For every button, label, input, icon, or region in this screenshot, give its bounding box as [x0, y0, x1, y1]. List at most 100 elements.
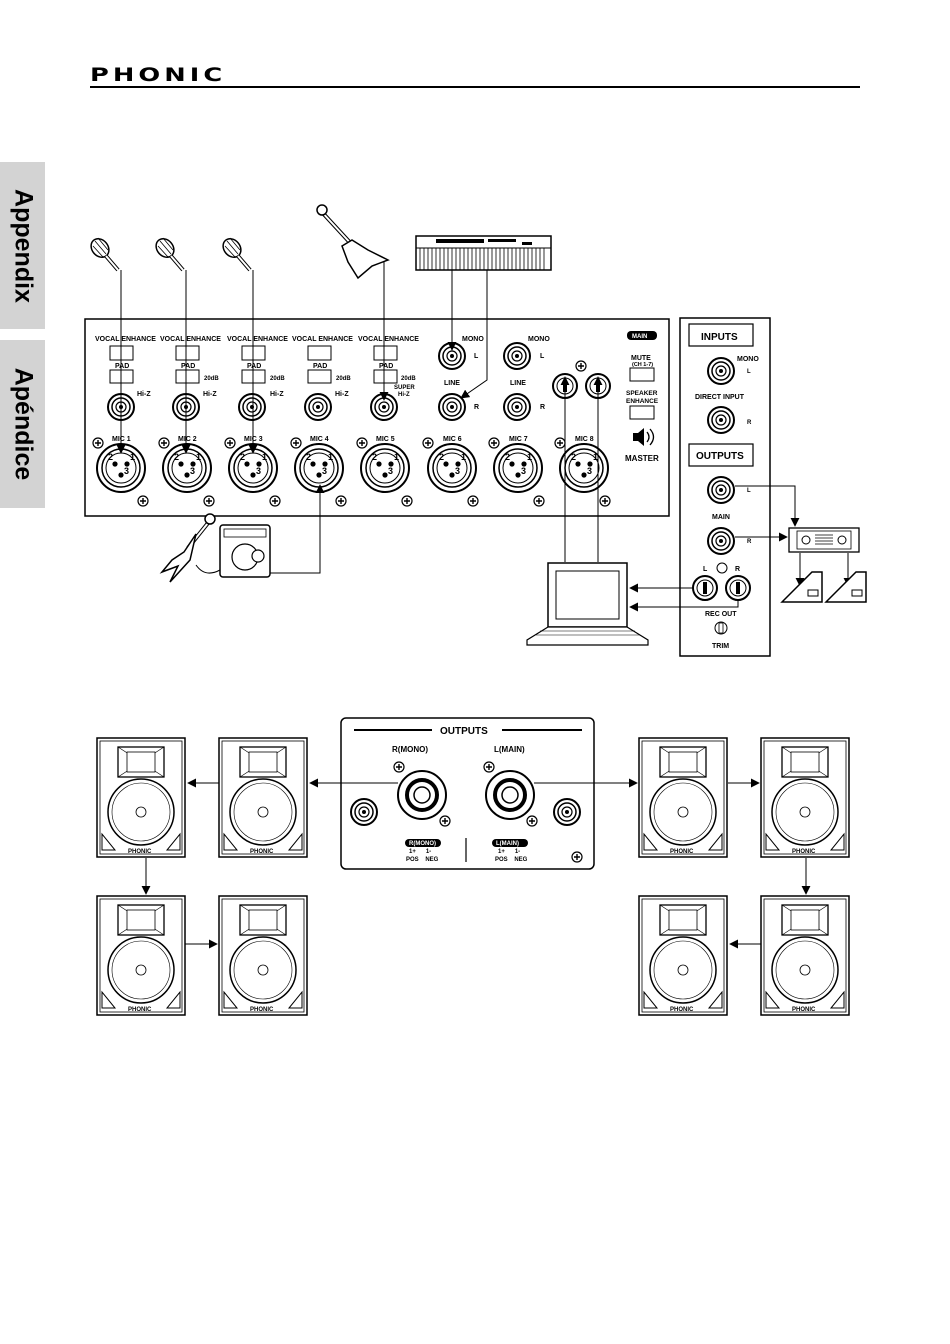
hiz-label: Hi-Z	[203, 391, 217, 398]
l-label: L	[474, 353, 479, 360]
screw-icon	[571, 851, 583, 863]
mic-icon	[217, 233, 252, 272]
speaker-cabinet: PHONIC	[218, 737, 308, 858]
monitor-wedge-icon	[781, 571, 823, 603]
vocal-enhance-button[interactable]	[307, 345, 332, 361]
xlr-input[interactable]	[294, 443, 344, 493]
speaker-cabinet: PHONIC	[638, 895, 728, 1016]
r-label: R	[747, 420, 752, 426]
xlr-input[interactable]	[162, 443, 212, 493]
speaker-chain-cables	[141, 778, 811, 949]
channel-2: VOCAL ENHANCE PAD 20dB Hi-Z MIC 2	[160, 336, 221, 493]
l-label: L	[540, 353, 545, 360]
vocal-enhance-button[interactable]	[175, 345, 200, 361]
speaker-brand: PHONIC	[792, 849, 816, 855]
mono-label: MONO	[528, 336, 550, 343]
keyboard-icon	[415, 235, 552, 271]
ground-screw-icon	[716, 562, 728, 574]
xlr-input[interactable]	[559, 443, 609, 493]
master-label: MASTER	[625, 454, 659, 463]
screw-icon	[290, 437, 302, 449]
screw-icon	[575, 360, 587, 372]
phonic-logo: PHONIC	[90, 64, 227, 86]
outputs-title: OUTPUTS	[440, 726, 488, 737]
screw-icon	[483, 761, 495, 773]
pad-value: 20dB	[204, 376, 219, 382]
line-label: LINE	[510, 380, 526, 387]
input-cables	[116, 262, 603, 574]
mute-label: MUTE	[631, 355, 651, 362]
speakon-l-main[interactable]	[485, 770, 535, 820]
r-label: R	[747, 539, 752, 545]
pad-label: PAD	[181, 363, 195, 370]
pad-label: PAD	[247, 363, 261, 370]
main-label: MAIN	[712, 514, 730, 521]
screw-icon	[467, 495, 479, 507]
screw-icon	[422, 437, 434, 449]
super-hiz-line2: Hi-Z	[398, 392, 410, 398]
rec-out-r[interactable]	[725, 575, 751, 601]
line-jack-r[interactable]	[503, 393, 531, 421]
speaker-brand: PHONIC	[128, 849, 152, 855]
side-tab-appendix[interactable]: Appendix	[0, 162, 45, 329]
mic-label: MIC 4	[310, 436, 329, 443]
channel-6: MONO L LINE R MIC 6	[427, 336, 484, 493]
hiz-jack[interactable]	[238, 393, 266, 421]
hiz-label: Hi-Z	[270, 391, 284, 398]
l-main-label: L(MAIN)	[494, 745, 525, 754]
speaker-enhance-label: SPEAKER ENHANCE	[626, 390, 659, 405]
pad-value: 20dB	[270, 376, 285, 382]
xlr-input[interactable]	[360, 443, 410, 493]
speaker-enhance-button[interactable]	[629, 405, 655, 420]
main-output-jack-r[interactable]	[707, 527, 735, 555]
mic-label: MIC 7	[509, 436, 528, 443]
speakon-r-mono[interactable]	[397, 770, 447, 820]
super-hiz-line1: SUPER	[394, 385, 415, 391]
vocal-enhance-label: VOCAL ENHANCE	[227, 336, 288, 343]
screw-icon	[224, 437, 236, 449]
xlr-input[interactable]	[427, 443, 477, 493]
pad-button[interactable]	[307, 369, 332, 384]
screw-icon	[269, 495, 281, 507]
r-mono-badge: R(MONO)	[409, 841, 436, 847]
speaker-brand: PHONIC	[250, 849, 274, 855]
screw-icon	[554, 437, 566, 449]
hiz-jack[interactable]	[304, 393, 332, 421]
speaker-cabinet: PHONIC	[218, 895, 308, 1016]
main-output-jack-l[interactable]	[707, 476, 735, 504]
rec-out-l[interactable]	[692, 575, 718, 601]
line-jack-l[interactable]	[503, 342, 531, 370]
speaker-cabinet: PHONIC	[96, 737, 186, 858]
output-jack-r[interactable]	[350, 798, 378, 826]
pad-button[interactable]	[373, 369, 398, 384]
vocal-enhance-button[interactable]	[373, 345, 398, 361]
mono-input-jack-r[interactable]	[707, 406, 735, 434]
hiz-label: Hi-Z	[137, 391, 151, 398]
output-jack-l[interactable]	[553, 798, 581, 826]
speaker-enhance-line2: ENHANCE	[626, 398, 659, 405]
xlr-input[interactable]	[493, 443, 543, 493]
screw-icon	[356, 437, 368, 449]
l-label: L	[747, 369, 751, 375]
speaker-brand: PHONIC	[792, 1007, 816, 1013]
side-tab-apendice[interactable]: Apéndice	[0, 340, 45, 508]
mono-label: MONO	[462, 336, 484, 343]
monitor-wedge-icon	[825, 571, 867, 603]
main-badge: MAIN	[632, 334, 647, 340]
r-label: R	[735, 566, 740, 573]
pad-button[interactable]	[175, 369, 200, 384]
speaker-brand: PHONIC	[250, 1007, 274, 1013]
power-amplifier-icon	[788, 527, 860, 553]
outputs-title: OUTPUTS	[696, 451, 744, 462]
r-mono-label: R(MONO)	[392, 745, 428, 754]
speaker-cabinet: PHONIC	[96, 895, 186, 1016]
rec-out-label: REC OUT	[705, 611, 737, 618]
channel-5: VOCAL ENHANCE PAD 20dB SUPER Hi-Z MIC 5	[358, 336, 419, 493]
speaker-enhance-line1: SPEAKER	[626, 390, 658, 397]
pad-value: 20dB	[336, 376, 351, 382]
mute-button[interactable]	[629, 367, 655, 382]
mono-input-jack-l[interactable]	[707, 357, 735, 385]
l-label: L	[703, 566, 708, 573]
pad-label: PAD	[379, 363, 393, 370]
screw-icon	[599, 495, 611, 507]
